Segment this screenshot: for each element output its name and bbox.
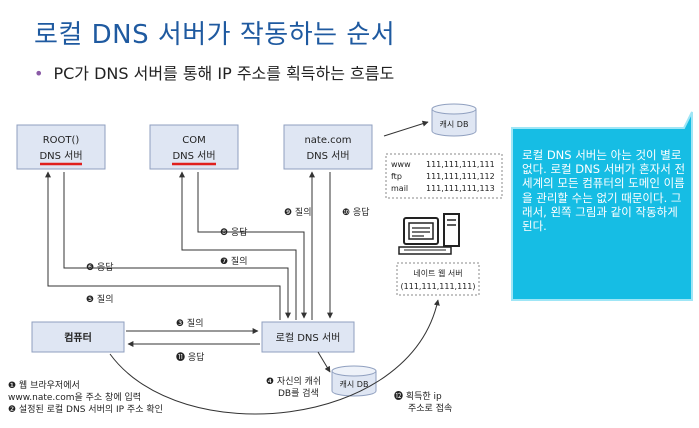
step7-label: ❼ 질의 [220,255,248,267]
local-dns-label: 로컬 DNS 서버 [276,331,341,344]
note1-line1: ❶ 웹 브라우저에서 [8,380,80,391]
com-dns-label-1: COM [182,135,205,146]
step6-label: ❻ 응답 [86,261,114,273]
nate-dns-label-1: nate.com [304,135,351,146]
cache-db-bottom-label: 캐시 DB [340,380,369,389]
step9-label: ❾ 질의 [284,206,312,218]
step12-label-1: ⓬ 획득한 ip [394,390,442,402]
web-server-label-2: (111,111,111,111) [401,282,476,291]
nate-dns-label-2: DNS 서버 [306,150,349,162]
arrow-step12 [109,299,440,415]
step4-label-2: DB를 검색 [278,387,319,399]
nate-to-cache-arrow [383,120,429,137]
callout-box [511,111,693,301]
step10-label: ❿ 응답 [342,206,370,218]
step12-label-2: 주소로 접속 [408,402,452,414]
computer-node: 컴퓨터 [31,321,125,353]
page-subtitle: • PC가 DNS 서버를 통해 IP 주소를 획득하는 흐름도 [34,60,394,84]
cache-db-bottom: 캐시 DB [331,365,377,397]
local-dns-server: 로컬 DNS 서버 [261,321,355,353]
root-dns-label-2: DNS 서버 [39,150,82,162]
root-dns-server: ROOT() DNS 서버 [16,124,106,170]
dns-record-name: ftp [391,172,402,181]
local-to-cache-arrow [317,351,331,373]
bullet-icon: • [34,64,44,83]
com-dns-server: COM DNS 서버 [149,124,239,170]
web-server-computer-icon [398,213,460,255]
com-dns-label-2: DNS 서버 [172,150,215,162]
arrow-step8 [197,172,307,319]
nate-dns-server: nate.com DNS 서버 [283,124,373,170]
note1-line2: www.nate.com을 주소 창에 입력 [8,391,141,403]
arrow-step7 [179,171,297,320]
computer-label: 컴퓨터 [64,331,92,344]
step8-label: ❽ 응답 [220,226,248,238]
note2: ❷ 설정된 로컬 DNS 서버의 IP 주소 확인 [8,403,163,415]
callout-text: 로컬 DNS 서버는 아는 것이 별로 없다. 로컬 DNS 서버가 혼자서 전… [522,148,686,234]
cache-db-top: 캐시 DB [431,103,477,137]
dns-record-ip: 111,111,111,113 [426,184,495,193]
web-server-label-1: 네이트 웹 서버 [413,268,462,278]
subtitle-text: PC가 DNS 서버를 통해 IP 주소를 획득하는 흐름도 [53,64,395,83]
arrow-step6 [63,172,291,319]
step4-label-1: ❹ 자신의 캐쉬 [266,376,321,387]
dns-record-table: www 111,111,111,111 ftp 111,111,111,112 … [385,153,503,199]
arrow-step5 [45,171,281,320]
dns-record-ip: 111,111,111,111 [426,160,495,169]
cache-db-top-label: 캐시 DB [440,120,469,129]
dns-record-name: www [391,160,411,169]
page-title: 로컬 DNS 서버가 작동하는 순서 [34,20,396,50]
step11-label: ⓫ 응답 [176,351,204,363]
dns-record-ip: 111,111,111,112 [426,172,495,181]
root-dns-label-1: ROOT() [43,135,80,146]
dns-record-name: mail [391,184,408,193]
step5-label: ❺ 질의 [86,293,114,305]
web-server-label: 네이트 웹 서버 (111,111,111,111) [396,262,480,296]
step3-label: ❸ 질의 [176,317,204,329]
